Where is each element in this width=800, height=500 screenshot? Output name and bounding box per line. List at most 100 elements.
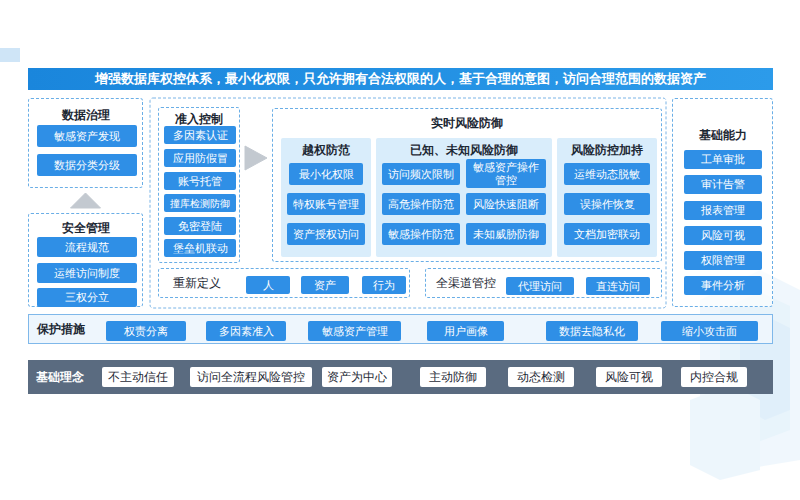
- box-label: 数据分类分级: [51, 159, 123, 172]
- box-label: 不主动信任: [108, 369, 168, 386]
- category-panel: 最小化权限特权账号管理资产授权访问越权防范: [281, 138, 371, 257]
- group-heading: 保护措施: [37, 321, 85, 338]
- feature-box: 数据去隐私化: [546, 321, 638, 341]
- feature-box: 缩小攻击面: [661, 321, 758, 341]
- group-heading: 安全管理: [29, 220, 142, 237]
- box-label: 多因素认证: [170, 129, 231, 142]
- feature-box: 最小化权限: [289, 163, 363, 185]
- principle-band: 不主动信任 访问全流程风险管控 资产为中心 主动防御 动态检测 风险可视 内控合规 基础理念: [28, 360, 773, 394]
- box-label: 动态检测: [517, 369, 565, 386]
- group-heading: 数据治理: [29, 107, 142, 124]
- box-label: 资产: [311, 279, 339, 292]
- box-label: 缩小攻击面: [679, 325, 740, 338]
- group-box: 工单审批审计告警报表管理风险可视权限管理事件分析基础能力: [672, 98, 773, 307]
- box-label: 堡垒机联动: [170, 242, 231, 255]
- principle-box: 风险可视: [596, 367, 662, 387]
- feature-box: 直连访问: [586, 277, 650, 295]
- flow-arrow: [245, 146, 267, 170]
- category-panel: 运维动态脱敏误操作恢复文档加密联动风险防控加持: [557, 138, 657, 257]
- box-label: 未知威胁防御: [470, 228, 542, 241]
- feature-box: 未知威胁防御: [466, 223, 546, 245]
- group-heading: 越权防范: [281, 143, 371, 158]
- feature-box: 代理访问: [506, 277, 574, 295]
- feature-box: 敏感操作防范: [382, 223, 460, 245]
- feature-box: 数据分类分级: [37, 154, 137, 176]
- box-label: 工单审批: [698, 153, 748, 166]
- group-box: 人 资产 行为 重新定义: [158, 268, 410, 298]
- feature-box: 高危操作防范: [382, 193, 460, 215]
- box-label: 资产为中心: [327, 369, 387, 386]
- box-label: 访问全流程风险管控: [197, 369, 305, 386]
- feature-box: 行为: [362, 276, 406, 294]
- box-label: 最小化权限: [296, 168, 357, 181]
- box-label: 敏感资产操作管控: [466, 161, 546, 187]
- box-label: 资产授权访问: [290, 228, 362, 241]
- box-label: 特权账号管理: [290, 198, 362, 211]
- principle-box: 不主动信任: [102, 367, 174, 387]
- box-label: 事件分析: [698, 279, 748, 292]
- feature-box: 工单审批: [684, 150, 762, 169]
- feature-box: 敏感资产操作管控: [466, 159, 546, 188]
- feature-box: 审计告警: [684, 175, 762, 194]
- feature-box: 多因素准入: [206, 321, 286, 341]
- group-heading: 全渠道管控: [436, 275, 496, 292]
- feature-box: 文档加密联动: [564, 223, 650, 245]
- box-label: 敏感资产管理: [319, 325, 391, 338]
- feature-box: 多因素认证: [164, 126, 236, 144]
- feature-box: 事件分析: [684, 276, 762, 295]
- feature-box: 权限管理: [684, 251, 762, 270]
- feature-box: 敏感资产管理: [308, 321, 401, 341]
- feature-box: 流程规范: [37, 237, 137, 257]
- flow-arrow: [71, 193, 101, 208]
- box-label: 运维动态脱敏: [571, 168, 643, 181]
- principle-box: 访问全流程风险管控: [190, 367, 312, 387]
- title-text: 增强数据库权控体系，最小化权限，只允许拥有合法权限的人，基于合理的意图，访问合理…: [95, 70, 706, 88]
- box-label: 风险可视: [605, 369, 653, 386]
- feature-box: 运维访问制度: [37, 263, 137, 283]
- feature-box: 免密登陆: [164, 217, 236, 235]
- box-label: 撞库检测防御: [167, 197, 233, 210]
- group-heading: 准入控制: [159, 111, 239, 128]
- box-label: 人: [260, 279, 277, 292]
- box-label: 内控合规: [690, 369, 738, 386]
- principle-box: 动态检测: [508, 367, 574, 387]
- box-label: 免密登陆: [175, 220, 225, 233]
- box-label: 主动防御: [429, 369, 477, 386]
- box-label: 权限管理: [698, 254, 748, 267]
- box-label: 用户画像: [441, 325, 491, 338]
- box-label: 三权分立: [62, 291, 112, 304]
- group-heading: 重新定义: [173, 275, 221, 292]
- box-label: 数据去隐私化: [556, 325, 628, 338]
- box-label: 敏感操作防范: [385, 228, 457, 241]
- box-label: 高危操作防范: [385, 198, 457, 211]
- corner-mark: [0, 48, 20, 62]
- feature-box: 资产: [301, 276, 349, 294]
- group-box: 流程规范运维访问制度三权分立 安全管理: [28, 213, 143, 307]
- group-box: 敏感资产发现数据分类分级 数据治理: [28, 98, 143, 188]
- box-label: 应用防假冒: [170, 152, 231, 165]
- box-label: 多因素准入: [216, 325, 277, 338]
- box-label: 文档加密联动: [571, 228, 643, 241]
- box-label: 账号托管: [175, 175, 225, 188]
- box-label: 审计告警: [698, 178, 748, 191]
- group-box: 多因素认证应用防假冒账号托管撞库检测防御免密登陆堡垒机联动 准入控制: [158, 107, 240, 263]
- feature-box: 资产授权访问: [287, 223, 365, 245]
- box-label: 风险可视: [698, 229, 748, 242]
- feature-box: 特权账号管理: [287, 193, 365, 215]
- core-frame: [150, 98, 666, 308]
- group-heading: 已知、未知风险防御: [376, 143, 552, 158]
- box-label: 风险快速阻断: [470, 198, 542, 211]
- measure-band: 权责分离 多因素准入 敏感资产管理 用户画像 数据去隐私化 缩小攻击面 保护措施: [28, 314, 773, 344]
- box-label: 权责分离: [121, 325, 171, 338]
- group-heading: 基础理念: [36, 369, 84, 386]
- box-label: 敏感资产发现: [51, 130, 123, 143]
- group-heading: 实时风险防御: [273, 115, 661, 132]
- group-heading: 基础能力: [673, 127, 772, 144]
- feature-box: 三权分立: [37, 288, 137, 307]
- box-label: 直连访问: [593, 280, 643, 293]
- feature-box: 风险可视: [684, 226, 762, 245]
- box-label: 流程规范: [62, 241, 112, 254]
- feature-box: 运维动态脱敏: [564, 163, 650, 185]
- feature-box: 访问频次限制: [382, 163, 460, 185]
- feature-box: 权责分离: [106, 321, 186, 341]
